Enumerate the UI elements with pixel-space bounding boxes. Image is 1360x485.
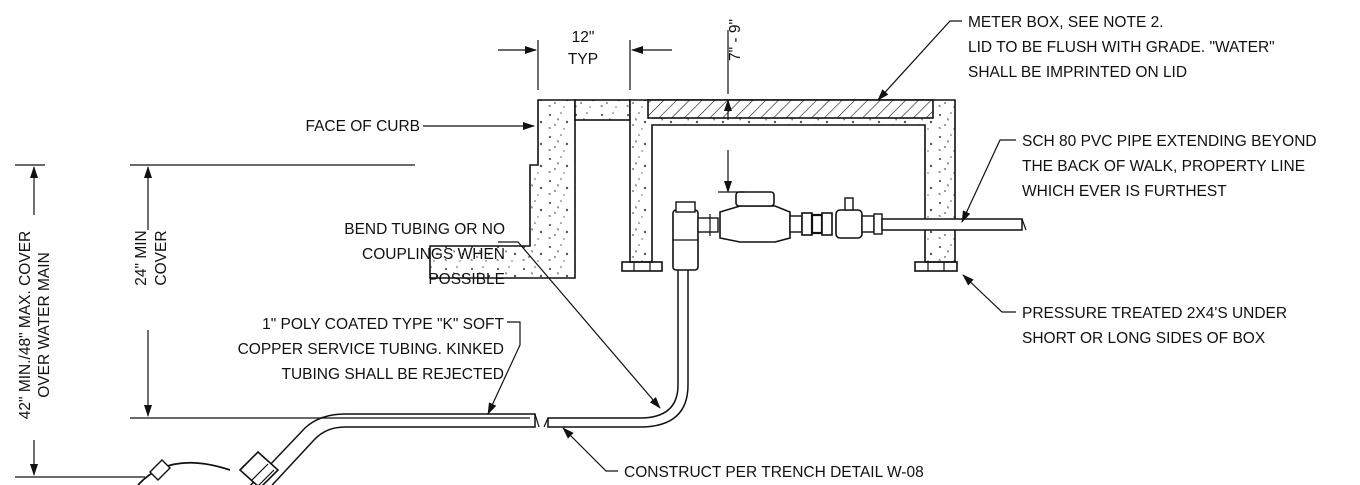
callout-bend-tubing: BEND TUBING OR NO COUPLINGS WHEN POSSIBL… bbox=[344, 221, 661, 409]
dimension-min-cover: 24" MIN COVER bbox=[130, 164, 530, 419]
support-block-left bbox=[621, 261, 663, 272]
support-block-right bbox=[914, 261, 958, 272]
callout-meter-box: METER BOX, SEE NOTE 2. LID TO BE FLUSH W… bbox=[877, 14, 1275, 101]
callout-pressure-treated: PRESSURE TREATED 2X4'S UNDER SHORT OR LO… bbox=[962, 274, 1287, 347]
callout-trench-detail: CONSTRUCT PER TRENCH DETAIL W-08 bbox=[562, 427, 924, 481]
trench-detail-text: CONSTRUCT PER TRENCH DETAIL W-08 bbox=[624, 464, 924, 481]
main-cover-label-2: OVER WATER MAIN bbox=[36, 252, 53, 398]
copper-tubing-text-2: COPPER SERVICE TUBING. KINKED bbox=[238, 341, 504, 358]
lid-depth-label: 7" - 9" bbox=[727, 19, 744, 61]
min-cover-label-2: COVER bbox=[153, 230, 170, 285]
copper-tubing-text-3: TUBING SHALL BE REJECTED bbox=[281, 366, 504, 383]
ball-valve bbox=[835, 209, 863, 239]
pvc-pipe-text-3: WHICH EVER IS FURTHEST bbox=[1022, 183, 1227, 200]
bend-tubing-text-2: COUPLINGS WHEN bbox=[362, 246, 505, 263]
dimension-lid-depth: 7" - 9" bbox=[718, 19, 745, 193]
service-tubing bbox=[137, 413, 549, 485]
curb-and-walk bbox=[429, 99, 631, 279]
pvc-pipe bbox=[881, 218, 1023, 231]
pvc-pipe-text-2: THE BACK OF WALK, PROPERTY LINE bbox=[1022, 158, 1305, 175]
callout-copper-tubing: 1" POLY COATED TYPE "K" SOFT COPPER SERV… bbox=[238, 316, 521, 415]
meter-box-text-3: SHALL BE IMPRINTED ON LID bbox=[968, 64, 1187, 81]
water-meter bbox=[719, 205, 791, 243]
callout-face-of-curb: FACE OF CURB bbox=[305, 118, 535, 135]
bend-tubing-text-3: POSSIBLE bbox=[428, 271, 505, 288]
service-saddle bbox=[137, 461, 231, 485]
pressure-treated-text-1: PRESSURE TREATED 2X4'S UNDER bbox=[1022, 305, 1287, 322]
meter-assembly bbox=[547, 191, 1027, 428]
copper-tubing-text-1: 1" POLY COATED TYPE "K" SOFT bbox=[262, 316, 504, 333]
face-of-curb-text: FACE OF CURB bbox=[305, 118, 420, 135]
callout-pvc-pipe: SCH 80 PVC PIPE EXTENDING BEYOND THE BAC… bbox=[961, 133, 1317, 223]
dimension-main-cover: 42" MIN./48" MAX. COVER OVER WATER MAIN bbox=[15, 164, 145, 478]
curb-width-label-typ: TYP bbox=[568, 51, 598, 68]
bend-tubing-text-1: BEND TUBING OR NO bbox=[344, 221, 505, 238]
dimension-curb-width: 12" TYP bbox=[498, 29, 672, 90]
meter-box bbox=[621, 99, 958, 272]
pressure-treated-text-2: SHORT OR LONG SIDES OF BOX bbox=[1022, 330, 1266, 347]
main-cover-label: 42" MIN./48" MAX. COVER bbox=[17, 231, 34, 419]
pvc-pipe-text-1: SCH 80 PVC PIPE EXTENDING BEYOND bbox=[1022, 133, 1317, 150]
curb-width-label: 12" bbox=[572, 29, 595, 46]
min-cover-label: 24" MIN bbox=[133, 230, 150, 285]
corporation-stop bbox=[238, 450, 280, 485]
meter-box-lid bbox=[647, 99, 934, 119]
meter-box-text-1: METER BOX, SEE NOTE 2. bbox=[968, 14, 1164, 31]
meter-box-text-2: LID TO BE FLUSH WITH GRADE. "WATER" bbox=[968, 39, 1275, 56]
